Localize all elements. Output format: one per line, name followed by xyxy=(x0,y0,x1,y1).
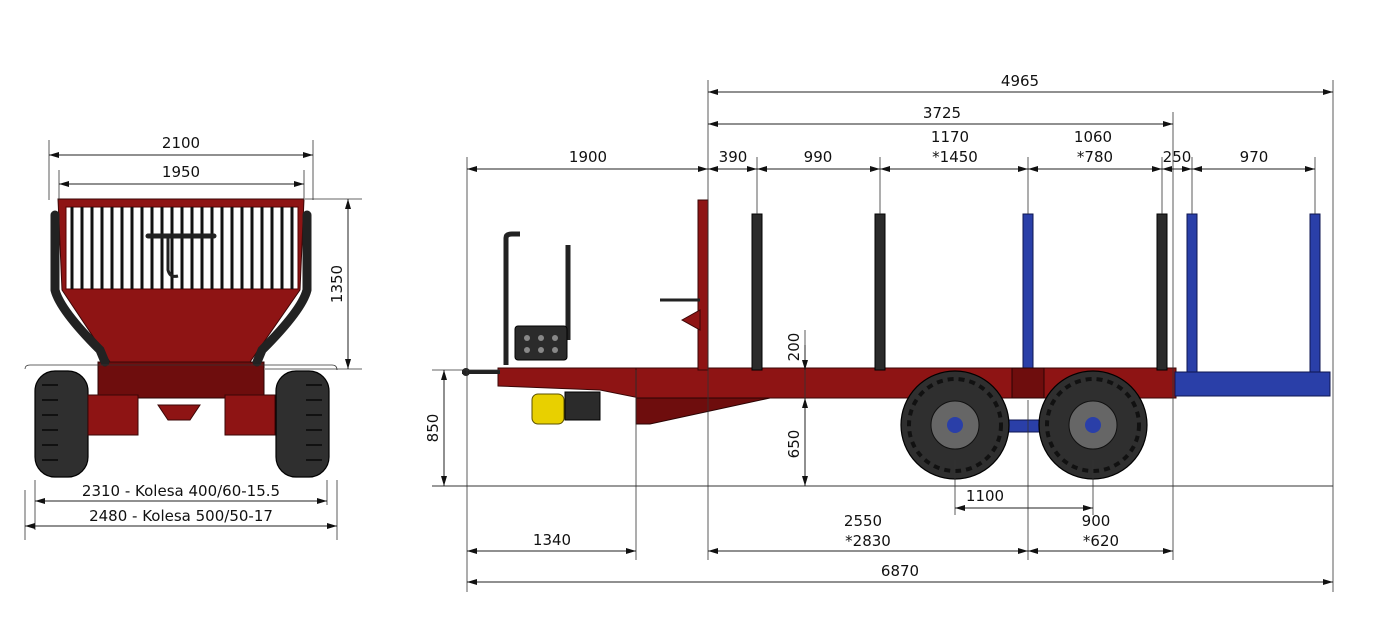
dim-overall-length: 6870 xyxy=(881,562,919,580)
wheel-rear xyxy=(1038,370,1148,480)
front-view: 2100 1950 1350 2310 - Kolesa 400/60-15.5… xyxy=(24,134,362,540)
dim-track-small: 2310 - Kolesa 400/60-15.5 xyxy=(82,482,280,500)
stake-6 xyxy=(1309,213,1321,373)
dim-to-axle-rear: 3725 xyxy=(923,104,961,122)
dim-bunk-width: 1950 xyxy=(162,163,200,181)
dim-stake-gap-1: 390 xyxy=(719,148,748,166)
dim-bogie-to-rear: 900 xyxy=(1082,512,1111,530)
gearbox xyxy=(564,391,601,421)
dim-hitch-to-leg: 1340 xyxy=(533,531,571,549)
dim-drawbar: 1900 xyxy=(569,148,607,166)
left-tire xyxy=(34,370,89,478)
dim-bogie-to-rear-alt: *620 xyxy=(1083,532,1119,550)
dim-stake-gap-4-alt: *780 xyxy=(1077,148,1113,166)
pto-guard xyxy=(531,393,565,425)
dim-stake-gap-4: 1060 xyxy=(1074,128,1112,146)
dim-front-to-bogie: 2550 xyxy=(844,512,882,530)
dim-frame-height: 200 xyxy=(785,333,803,362)
dim-stake-gap-5: 250 xyxy=(1163,148,1192,166)
front-gate xyxy=(697,199,709,371)
dim-bunk-height: 1350 xyxy=(328,265,346,303)
dim-bunk-total: 4965 xyxy=(1001,72,1039,90)
stakes xyxy=(751,213,1321,373)
dim-stake-gap-2: 990 xyxy=(804,148,833,166)
side-view: 4965 3725 1900 390 990 1170 *1450 1060 *… xyxy=(424,72,1334,592)
stake-1 xyxy=(751,213,763,371)
left-stake xyxy=(50,210,110,367)
frame-extension xyxy=(1174,371,1331,397)
dim-track-large: 2480 - Kolesa 500/50-17 xyxy=(89,507,273,525)
stake-4 xyxy=(1156,213,1168,371)
dim-front-to-bogie-alt: *2830 xyxy=(845,532,891,550)
right-stake xyxy=(252,210,312,367)
dim-extension: 970 xyxy=(1240,148,1269,166)
dim-stake-gap-3: 1170 xyxy=(931,128,969,146)
dim-hitch-height: 850 xyxy=(424,414,442,443)
rear-grille xyxy=(70,207,294,289)
control-valve xyxy=(514,325,568,361)
drawbar xyxy=(497,367,641,399)
dim-stake-gap-3-alt: *1450 xyxy=(932,148,978,166)
left-hub xyxy=(87,394,139,436)
right-hub xyxy=(224,394,276,436)
stake-3 xyxy=(1022,213,1034,371)
right-tire xyxy=(275,370,330,478)
axle-beam xyxy=(97,361,265,399)
stake-2 xyxy=(874,213,886,371)
dim-axle-spacing: 1100 xyxy=(966,487,1004,505)
bogie-mount xyxy=(1011,367,1045,399)
stake-5 xyxy=(1186,213,1198,373)
dim-overall-width: 2100 xyxy=(162,134,200,152)
dim-ground-clearance: 650 xyxy=(785,430,803,459)
